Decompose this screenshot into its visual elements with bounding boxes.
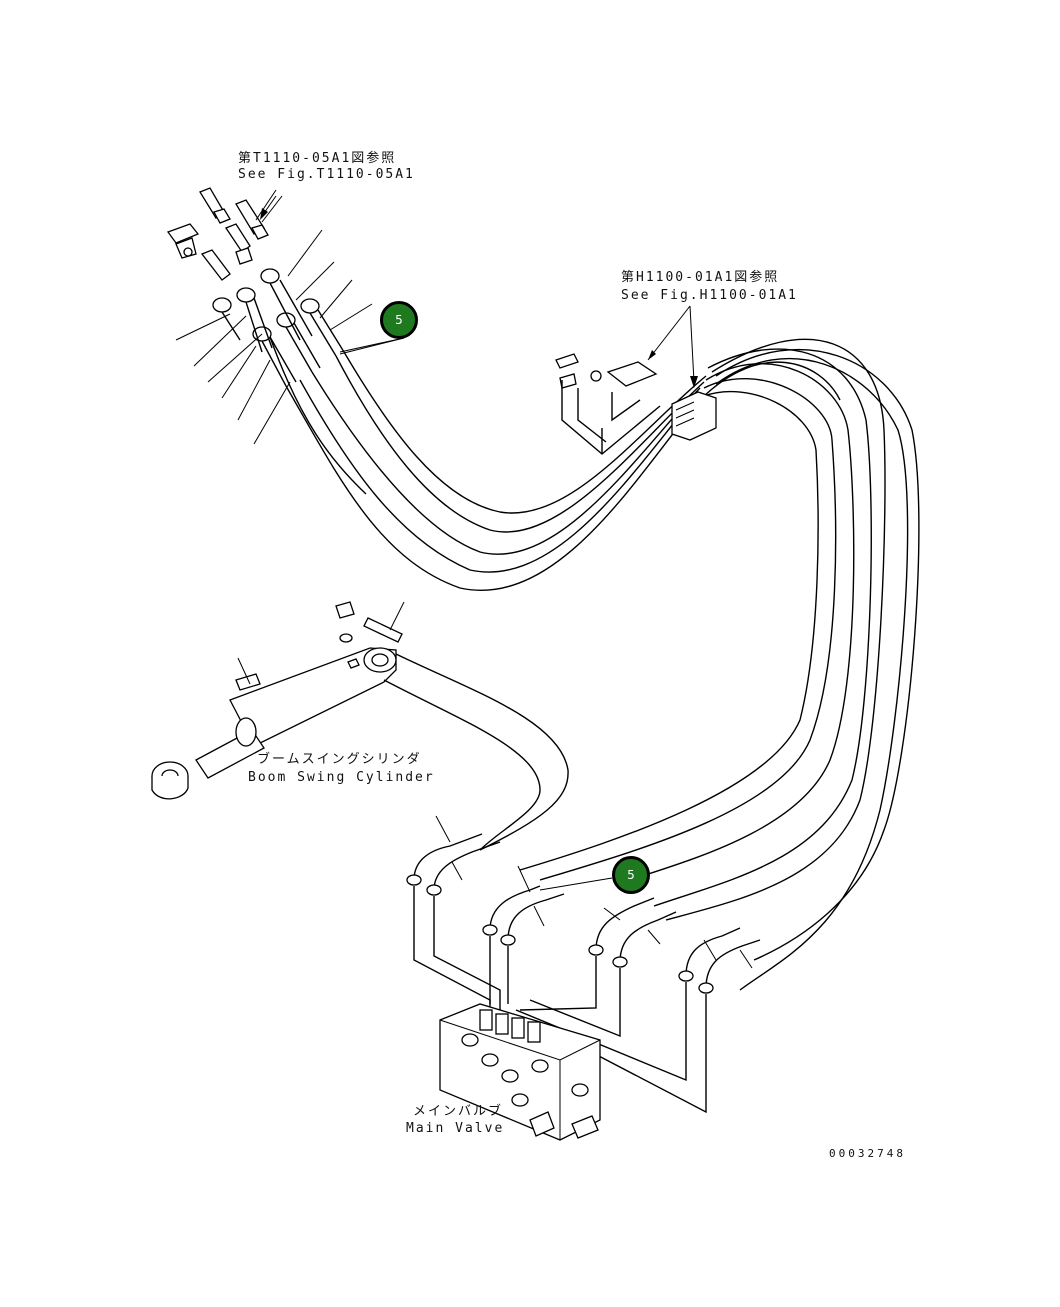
- clamp-bracket: [555, 353, 717, 455]
- ref-right-en-label: See Fig.H1100-01A1: [621, 288, 798, 303]
- ref-top-jp-label: 第T1110-05A1図参照: [238, 151, 397, 166]
- callout-part-5-lower[interactable]: 5: [612, 856, 650, 894]
- cylinder-en-label: Boom Swing Cylinder: [248, 770, 435, 785]
- valve-en-label: Main Valve: [406, 1121, 505, 1136]
- lower-hose-ends: [406, 815, 761, 1114]
- cylinder-jp-label: ブームスイングシリンダ: [257, 752, 422, 767]
- ref-right-jp-label: 第H1100-01A1図参照: [621, 270, 780, 285]
- drawing-number: 00032748: [829, 1147, 906, 1160]
- reference-arrows: [260, 195, 698, 388]
- valve-jp-label: メインバルブ: [413, 1104, 504, 1119]
- upper-leader-lines: [175, 229, 405, 445]
- hose-bundle: [269, 336, 920, 991]
- ref-top-en-label: See Fig.T1110-05A1: [238, 167, 415, 182]
- upper-fittings-group: [166, 187, 283, 281]
- boom-swing-cylinder-drawing: [151, 601, 569, 851]
- main-valve-drawing: [439, 1003, 601, 1141]
- callout-part-5-upper[interactable]: 5: [380, 301, 418, 339]
- upper-hose-ends: [212, 268, 345, 387]
